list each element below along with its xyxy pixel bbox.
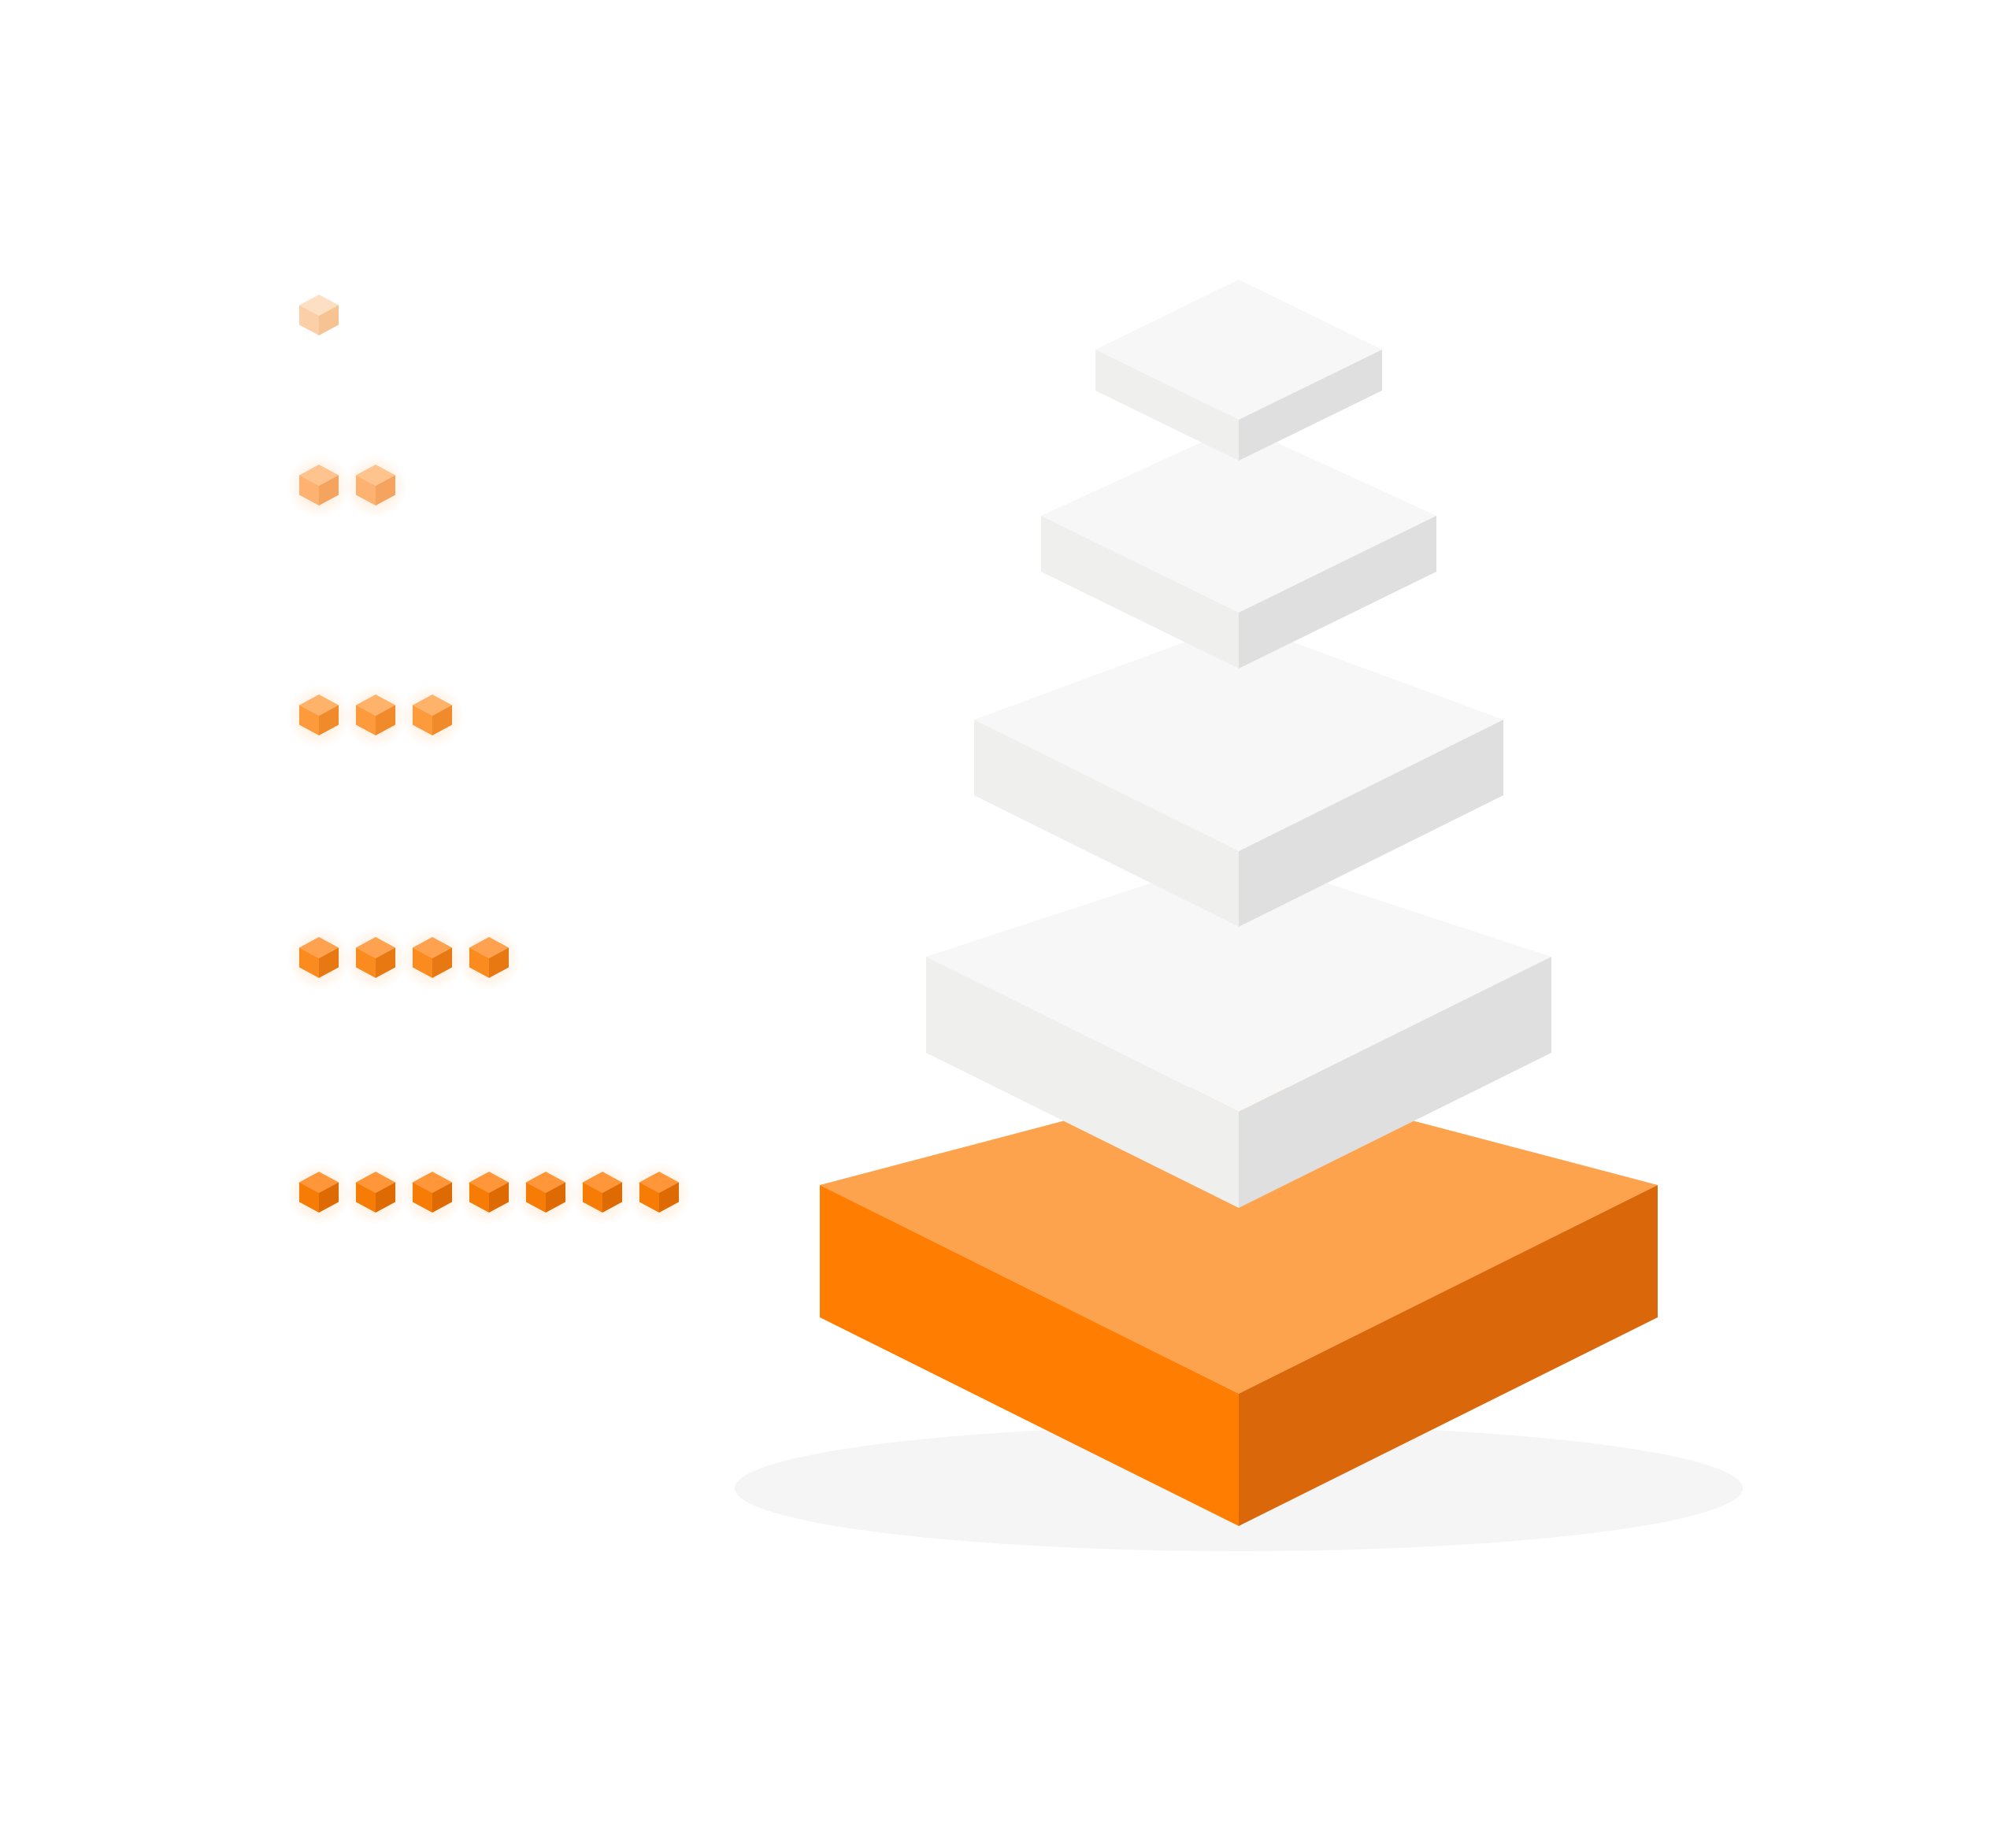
slab-top-face <box>1041 425 1436 613</box>
cube-icon <box>413 694 452 735</box>
cube-left-face <box>299 305 319 335</box>
cube-icon <box>413 1172 452 1213</box>
cube-left-face <box>356 705 376 735</box>
cube-left-face <box>299 475 319 506</box>
cube-left-face <box>299 1182 319 1213</box>
pyramid-slab-level-5 <box>820 1075 1658 1526</box>
cube-icon <box>469 1172 509 1213</box>
cube-left-face <box>299 705 319 735</box>
cube-left-face <box>526 1182 546 1213</box>
cube-icon <box>526 1172 565 1213</box>
pyramid-slab-level-2 <box>1041 425 1436 669</box>
cube-right-face <box>319 305 339 335</box>
cube-right-face <box>546 1182 565 1213</box>
slab-right-face <box>1239 350 1382 461</box>
cube-left-face <box>299 947 319 978</box>
cube-right-face <box>432 1182 452 1213</box>
cube-right-face <box>376 475 395 506</box>
cube-right-face <box>432 947 452 978</box>
slab-left-face <box>1041 516 1239 669</box>
cube-right-face <box>319 1182 339 1213</box>
cube-icon <box>299 294 339 335</box>
cube-row-level-3 <box>287 685 464 748</box>
slab-left-face <box>926 957 1239 1208</box>
slab-top-face <box>820 1075 1658 1394</box>
cube-row-level-5 <box>287 1162 691 1225</box>
slab-right-face <box>1239 516 1436 669</box>
pyramid-slabs <box>820 280 1658 1526</box>
cube-icon <box>299 1172 339 1213</box>
pyramid-slab-level-3 <box>974 622 1503 927</box>
cube-right-face <box>376 1182 395 1213</box>
cube-left-face <box>469 1182 489 1213</box>
cube-right-face <box>376 947 395 978</box>
cube-left-face <box>356 947 376 978</box>
slab-top-face <box>974 622 1503 851</box>
cube-right-face <box>659 1182 679 1213</box>
cube-right-face <box>376 705 395 735</box>
cube-left-face <box>413 705 432 735</box>
cube-icon <box>356 1172 395 1213</box>
cube-row-level-2 <box>287 455 407 518</box>
pyramid-slab-level-4 <box>926 854 1551 1208</box>
cube-icon <box>469 937 509 978</box>
slab-left-face <box>974 720 1239 927</box>
cube-left-face <box>639 1182 659 1213</box>
cube-right-face <box>319 947 339 978</box>
slab-right-face <box>1239 720 1503 927</box>
cube-row-level-4 <box>287 928 521 991</box>
cube-left-face <box>413 947 432 978</box>
cube-right-face <box>432 705 452 735</box>
slab-top-face <box>926 854 1551 1112</box>
slab-right-face <box>1239 957 1551 1208</box>
cube-left-face <box>356 1182 376 1213</box>
cube-icon <box>299 937 339 978</box>
cube-icon <box>583 1172 622 1213</box>
cube-rows <box>287 294 691 1225</box>
cube-icon <box>356 937 395 978</box>
cube-icon <box>639 1172 679 1213</box>
cube-left-face <box>356 475 376 506</box>
cube-icon <box>299 465 339 506</box>
pyramid-slab-level-1 <box>1095 280 1382 461</box>
cube-icon <box>356 465 395 506</box>
cube-icon <box>413 937 452 978</box>
slab-left-face <box>820 1185 1239 1526</box>
cube-left-face <box>469 947 489 978</box>
cube-row-level-1 <box>299 294 339 335</box>
cube-icon <box>356 694 395 735</box>
slab-right-face <box>1239 1185 1658 1526</box>
cube-right-face <box>319 705 339 735</box>
cube-left-face <box>583 1182 602 1213</box>
cube-right-face <box>602 1182 622 1213</box>
slab-left-face <box>1095 350 1239 461</box>
cube-right-face <box>319 475 339 506</box>
cube-icon <box>299 694 339 735</box>
cube-right-face <box>489 1182 509 1213</box>
cube-right-face <box>489 947 509 978</box>
cube-left-face <box>413 1182 432 1213</box>
